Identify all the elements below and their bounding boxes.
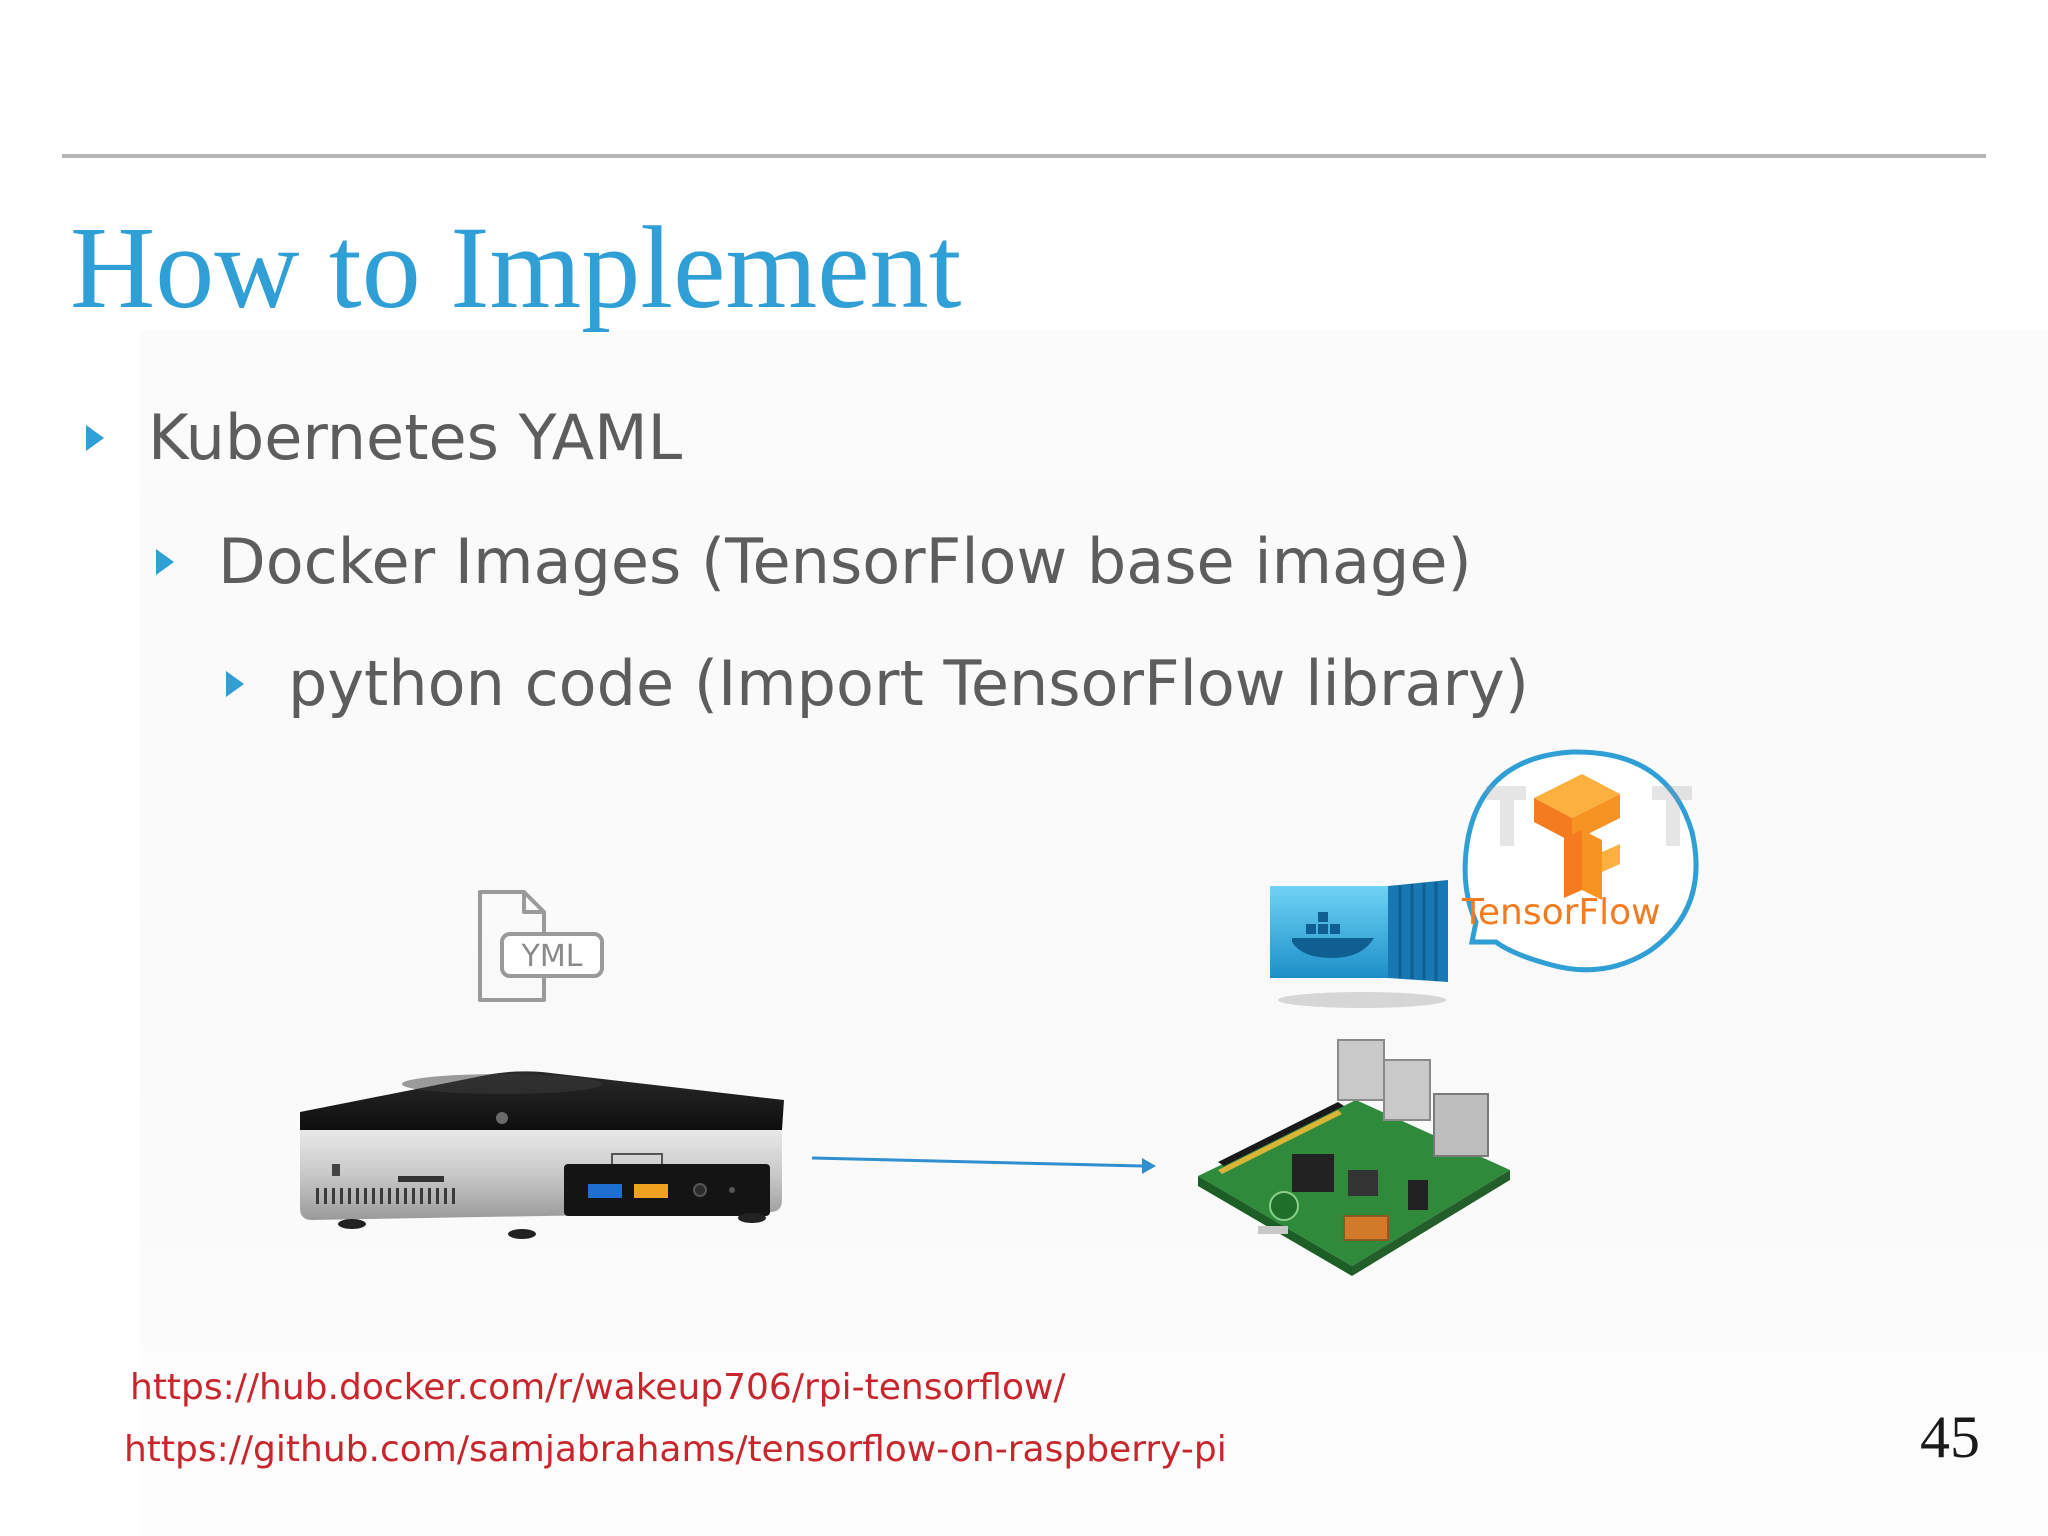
page-number: 45 (1920, 1404, 1980, 1470)
bullet-arrow-icon (156, 549, 174, 575)
bullet-arrow-icon (86, 425, 104, 451)
bullet-text: Kubernetes YAML (148, 401, 683, 474)
deploy-arrow-icon (811, 1156, 1156, 1174)
slide-image-background (140, 330, 2048, 1536)
yml-icon-label: YML (521, 939, 583, 974)
docker-container-icon (1270, 880, 1448, 1008)
bullet-arrow-icon (226, 671, 244, 697)
bullet-level-2: Docker Images (TensorFlow base image) (156, 522, 1472, 602)
yml-file-icon: YML (478, 890, 604, 1002)
bullet-text: python code (Import TensorFlow library) (288, 647, 1529, 720)
header-rule (62, 154, 1986, 158)
bullet-level-1: Kubernetes YAML (86, 398, 682, 478)
bullet-level-3: python code (Import TensorFlow library) (226, 644, 1529, 724)
raspberry-pi-image (1198, 1039, 1510, 1276)
docker-hub-link[interactable]: https://hub.docker.com/r/wakeup706/rpi-t… (130, 1367, 1066, 1408)
tensorflow-logo-icon: TensorFlow (1461, 749, 1699, 973)
mini-pc-image (300, 1071, 784, 1239)
github-link[interactable]: https://github.com/samjabrahams/tensorfl… (124, 1429, 1227, 1470)
tensorflow-logo-text: TensorFlow (1461, 892, 1661, 933)
bullet-text: Docker Images (TensorFlow base image) (218, 525, 1472, 598)
slide-title: How to Implement (70, 202, 962, 333)
